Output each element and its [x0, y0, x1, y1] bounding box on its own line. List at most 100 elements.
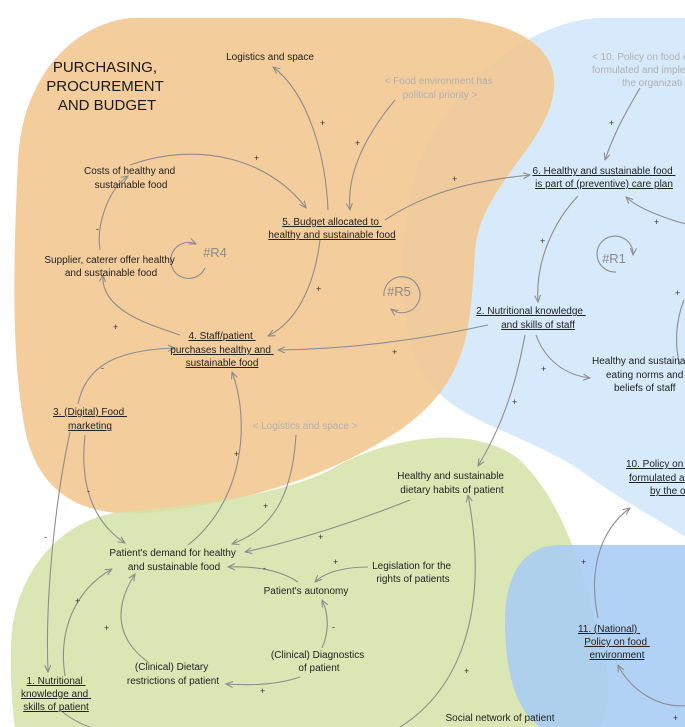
node-dietary-restrictions-line: (Clinical) Dietary [135, 662, 208, 673]
sign-budget-careplan: + [452, 174, 457, 184]
node-budget-line: healthy and sustainable food [268, 230, 395, 241]
purchasing-region [14, 18, 555, 514]
link-marketing-demand [83, 434, 125, 543]
loop-r1: #R1 [596, 235, 633, 273]
node-care-plan: 6. Healthy and sustainable food is part … [533, 166, 676, 190]
node-marketing-line: marketing [68, 421, 112, 432]
loop-r5-arc [383, 276, 421, 313]
node-care-plan-line: 6. Healthy and sustainable food [533, 166, 673, 177]
node-care-plan-line: is part of (preventive) care plan [535, 179, 673, 190]
node-logistics-ghost: < Logistics and space > [252, 421, 357, 432]
link-careplan-knowledge [538, 195, 579, 302]
link-marketing-knowledge [47, 431, 71, 672]
node-autonomy-line: Patient's autonomy [264, 586, 349, 597]
node-autonomy: Patient's autonomy [264, 586, 349, 597]
node-supplier: Supplier, caterer offer healthy and sust… [44, 255, 177, 279]
node-supplier-line: Supplier, caterer offer healthy [44, 255, 174, 266]
sign-restrictions-demand: + [104, 623, 109, 633]
node-national-policy: 11. (National) Policy on food environmen… [578, 624, 650, 661]
node-dietary-restrictions-line: restrictions of patient [127, 676, 219, 687]
sign-policy-careplan: + [609, 118, 614, 128]
sign-legislation-autonomy: + [333, 557, 338, 567]
link-knowledge-demand [62, 569, 112, 677]
node-staff-purchase: 4. Staff/patient purchases healthy and s… [170, 331, 273, 369]
node-costs: Costs of healthy and sustainable food [84, 166, 178, 191]
node-policy10-top-line: the organizati [622, 78, 682, 89]
link-costs-budget [129, 153, 306, 208]
link-national-policy10 [594, 508, 630, 619]
node-knowledge-staff-line: 2. Nutritional knowledge [476, 306, 583, 317]
node-costs-line: sustainable food [95, 180, 168, 191]
sign-costs-budget: + [254, 153, 259, 163]
sign-demand-staff: + [234, 449, 239, 459]
policy-region [505, 545, 685, 727]
link-priority-budget [350, 99, 396, 210]
node-national-policy-line: Policy on food [584, 637, 647, 648]
link-national-return [618, 665, 685, 707]
region-title-line: PROCUREMENT [46, 78, 163, 95]
node-marketing-line: 3. (Digital) Food [53, 407, 124, 418]
node-national-policy-line: 11. (National) [578, 624, 637, 635]
loop-r4-arc [170, 242, 206, 279]
node-marketing: 3. (Digital) Food marketing [53, 407, 127, 432]
node-diagnostics-line: of patient [298, 663, 339, 674]
node-supplier-line: and sustainable food [65, 268, 157, 279]
node-social-network-line: Social network of patient [446, 713, 555, 724]
node-knowledge-patient: 1. Nutritional knowledge and skills of p… [21, 676, 91, 713]
node-social-network: Social network of patient [446, 713, 555, 724]
node-knowledge-patient-line: knowledge and [21, 689, 88, 700]
sign-logistics-demand: + [263, 501, 268, 511]
sign-norms-return: + [675, 288, 680, 298]
node-knowledge-patient-line: 1. Nutritional [27, 676, 83, 687]
node-legislation: Legislation for the rights of patients [372, 561, 454, 585]
region-title-line: AND BUDGET [58, 97, 156, 114]
link-norms-return [676, 299, 685, 366]
node-budget-line: 5. Budget allocated to [282, 217, 379, 228]
node-demand: Patient's demand for healthy and sustain… [109, 548, 238, 573]
node-eating-norms-line: Healthy and sustaina [592, 356, 685, 367]
node-food-environment-priority: < Food environment has political priorit… [385, 76, 496, 101]
link-budget-staff [268, 239, 321, 336]
sign-careplan-knowledge: + [540, 236, 545, 246]
node-knowledge-staff-line: and skills of staff [501, 320, 575, 331]
node-dietary-habits-line: Healthy and sustainable [397, 471, 504, 482]
node-legislation-line: rights of patients [376, 574, 449, 585]
link-demand-staff [187, 372, 242, 546]
link-habits-demand [245, 499, 411, 552]
sign-marketing-knowledge: - [44, 532, 47, 542]
sign-knowledge-habits: + [512, 397, 517, 407]
node-eating-norms-line: beliefs of staff [614, 383, 676, 394]
node-policy10-right-line: 10. Policy on f [626, 459, 685, 470]
node-legislation-line: Legislation for the [372, 561, 451, 572]
link-staff-supplier [103, 275, 181, 336]
node-costs-line: Costs of healthy and [84, 166, 175, 177]
node-diagnostics: (Clinical) Diagnostics of patient [271, 650, 367, 674]
node-staff-purchase-line: purchases healthy and [170, 345, 271, 356]
sign-budget-staff: + [316, 284, 321, 294]
sign-national-return: + [673, 713, 678, 723]
node-demand-line: Patient's demand for healthy [109, 548, 235, 559]
node-policy10-top-line: < 10. Policy on food e [592, 52, 685, 63]
loop-r1-arc [596, 235, 633, 273]
sign-autonomy-demand: - [263, 563, 266, 573]
link-policy-careplan [605, 87, 641, 160]
region-title: PURCHASING, PROCUREMENT AND BUDGET [46, 59, 167, 114]
node-eating-norms: Healthy and sustaina eating norms and be… [592, 356, 685, 394]
link-diagnostics-restrictions [226, 676, 301, 685]
node-logistics-ghost-line: < Logistics and space > [252, 421, 357, 432]
link-budget-careplan [384, 175, 530, 221]
sign-careplan-return: + [654, 217, 659, 227]
link-network-habits [399, 495, 476, 727]
link-careplan-return [626, 197, 685, 225]
node-policy10-top: < 10. Policy on food e formulated and im… [592, 52, 685, 89]
loop-r5-label: #R5 [387, 284, 411, 299]
link-knowledge-habits [478, 334, 526, 466]
node-budget: 5. Budget allocated to healthy and susta… [268, 217, 395, 241]
node-food-environment-priority-line: political priority > [403, 90, 478, 101]
sign-knowledge-demand: + [75, 596, 80, 606]
node-knowledge-patient-line: skills of patient [23, 702, 89, 713]
node-dietary-habits-line: dietary habits of patient [400, 485, 504, 496]
link-marketing-staff [77, 348, 175, 405]
link-diagnostics-autonomy [322, 600, 327, 649]
